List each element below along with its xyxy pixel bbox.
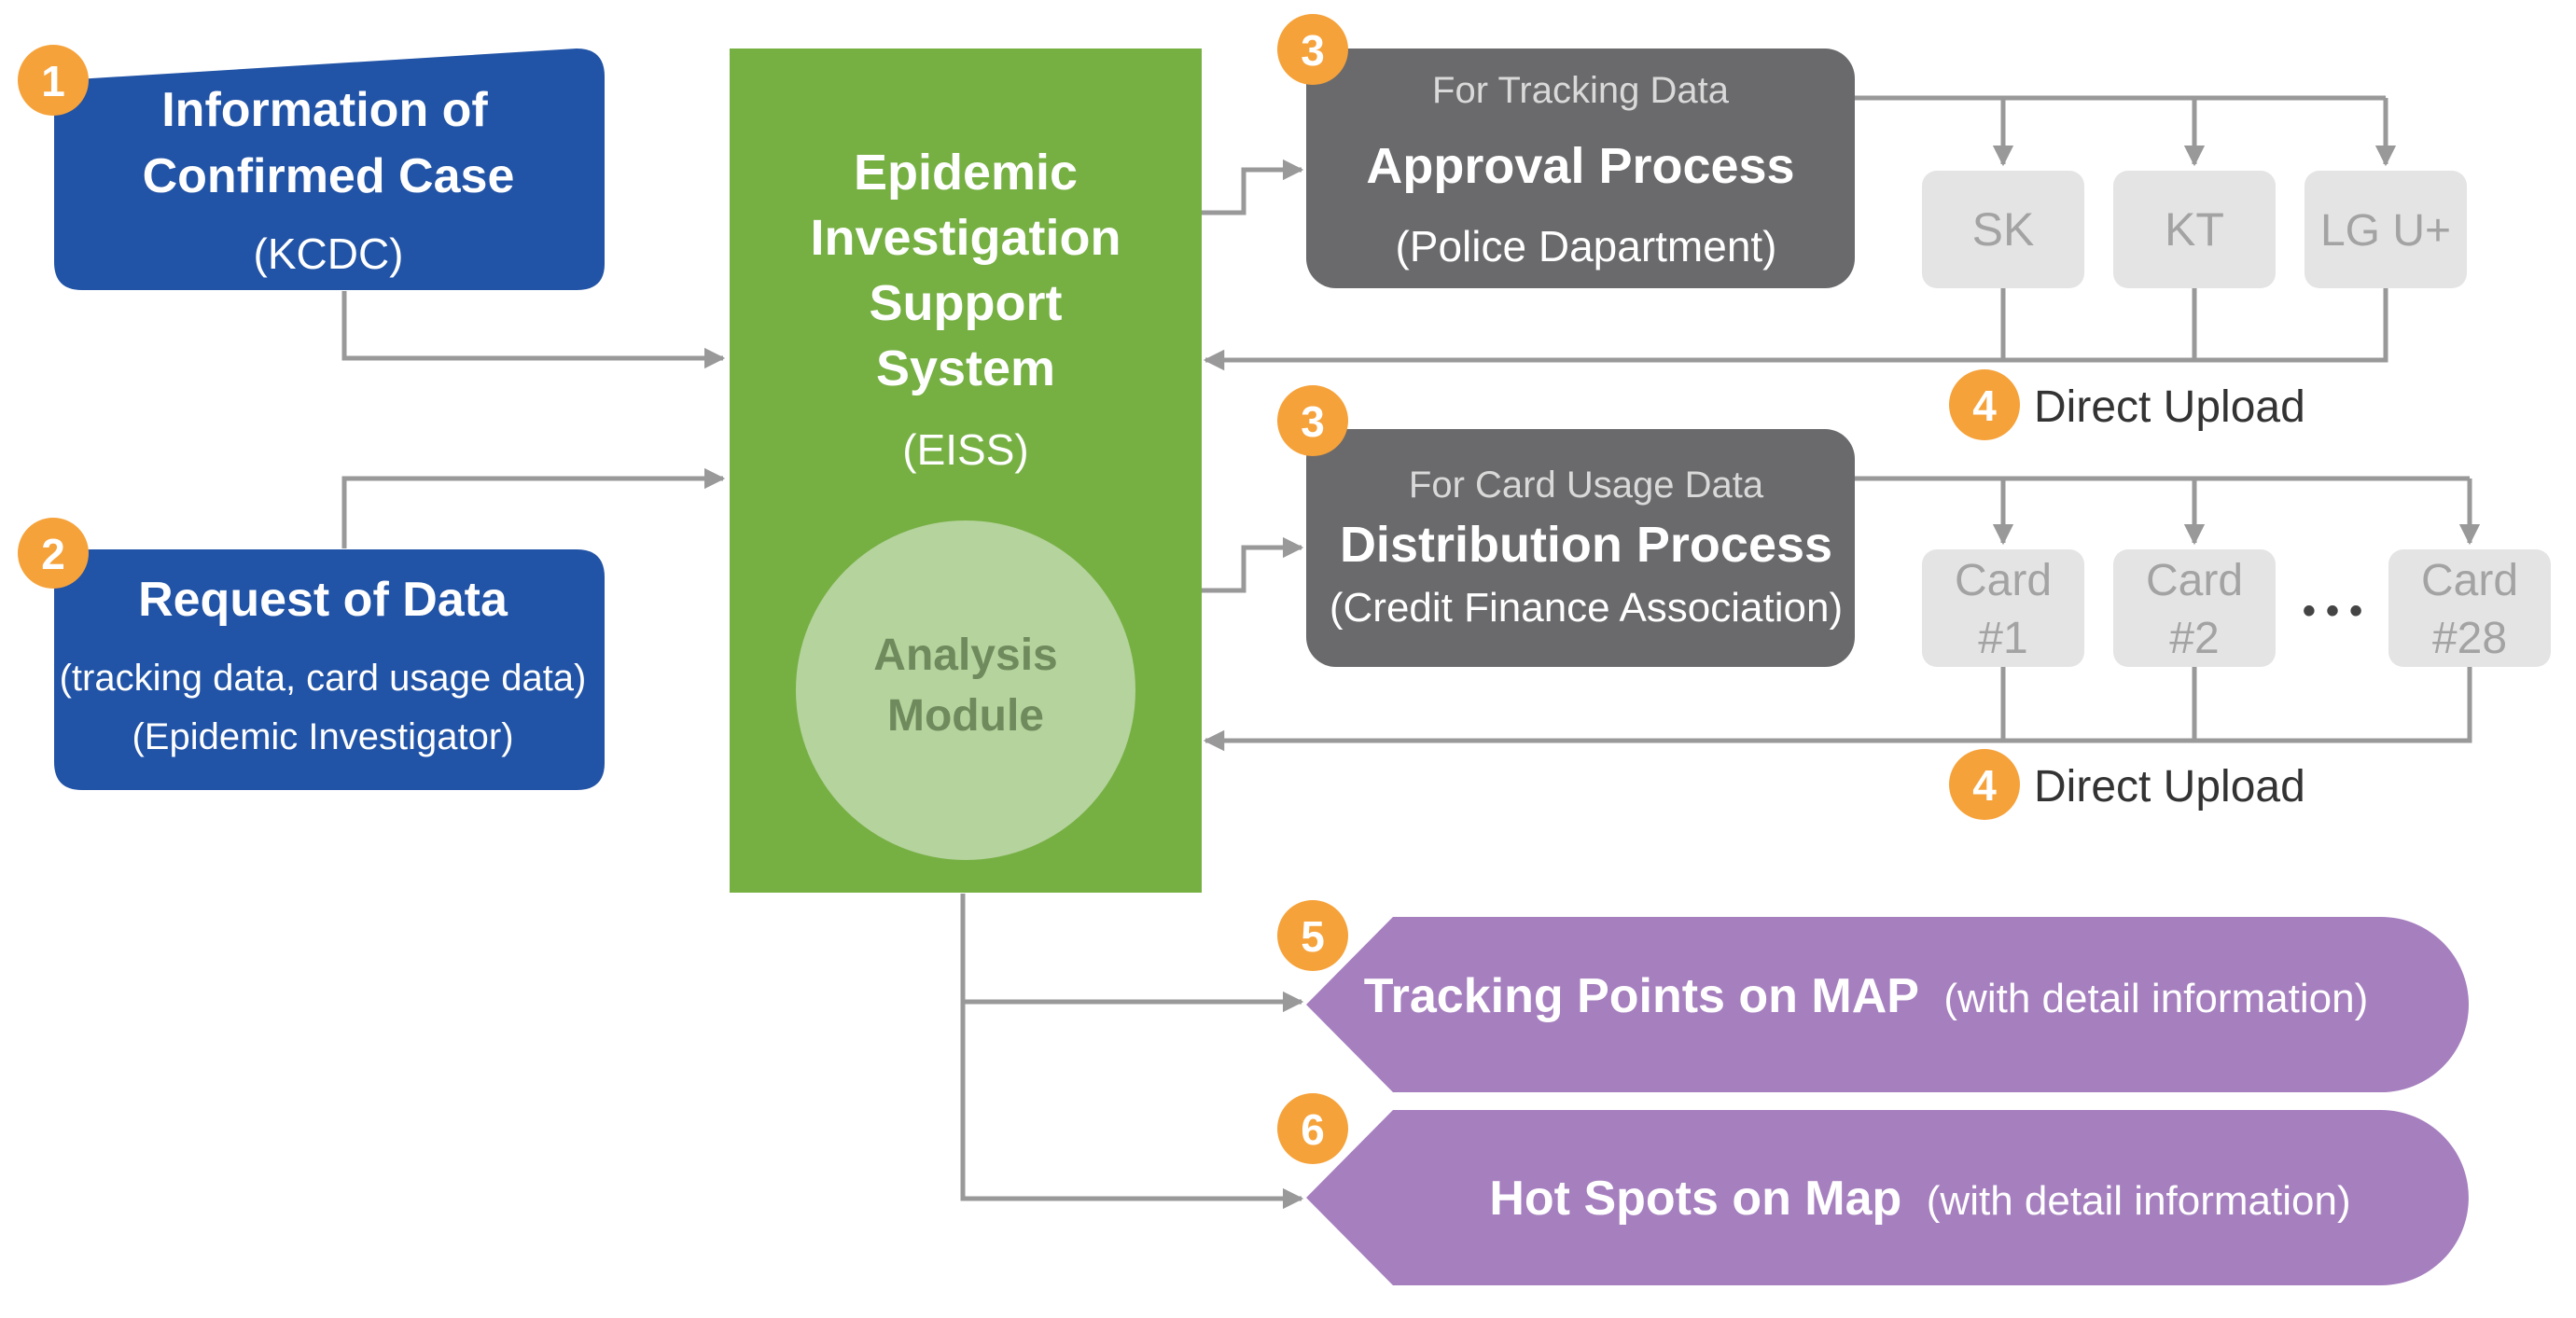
tracking-points-shape xyxy=(1306,917,2469,1092)
request-data-line2: (Epidemic Investigator) xyxy=(132,716,513,757)
step-badge-4-cards-number: 4 xyxy=(1972,761,1997,810)
card-1: Card #1 xyxy=(1922,549,2084,667)
eiss-title-line1: Epidemic xyxy=(854,145,1078,201)
card-28-line1: Card xyxy=(2421,556,2518,605)
telecom-lgu-box xyxy=(2304,171,2467,288)
distribution-process-shape xyxy=(1306,429,1855,667)
eiss-title-line3: Support xyxy=(870,275,1063,331)
distribution-process-title: Distribution Process xyxy=(1340,517,1832,573)
confirmed-case-title-line2: Confirmed Case xyxy=(143,149,515,203)
analysis-module-circle xyxy=(796,520,1135,860)
confirmed-case-title-line1: Information of xyxy=(161,83,488,137)
direct-upload-tracking-label: Direct Upload xyxy=(2034,382,2305,432)
card-28-line2: #28 xyxy=(2432,614,2507,663)
approval-process-shape xyxy=(1306,49,1855,288)
eiss-box: Epidemic Investigation Support System (E… xyxy=(730,49,1202,893)
step-badge-6-circle xyxy=(1277,1093,1348,1164)
step-badge-5: 5 xyxy=(1277,900,1348,971)
tracking-points-banner: Tracking Points on MAP (with detail info… xyxy=(1306,917,2469,1092)
arrow-eiss-to-hot-spots xyxy=(960,1002,1304,1210)
analysis-module-line2: Module xyxy=(887,691,1044,741)
step-badge-2-number: 2 xyxy=(41,530,65,578)
step-badge-4-tracking-number: 4 xyxy=(1972,382,1997,430)
distribution-process-subtitle: (Credit Finance Association) xyxy=(1330,585,1843,631)
step-badge-3-approval-number: 3 xyxy=(1301,26,1325,75)
step-badge-6: 6 xyxy=(1277,1093,1348,1164)
direct-upload-cards: 4 Direct Upload xyxy=(1949,749,2305,820)
step-badge-5-number: 5 xyxy=(1301,912,1325,961)
connectors xyxy=(341,95,2481,1210)
card-2-line1: Card xyxy=(2146,556,2243,605)
card-2: Card #2 xyxy=(2113,549,2276,667)
distribution-process-box: For Card Usage Data Distribution Process… xyxy=(1306,429,1855,667)
arrow-confirmed-case-to-eiss xyxy=(341,291,726,369)
step-badge-3-distribution-number: 3 xyxy=(1301,397,1325,446)
arrow-eiss-to-distribution xyxy=(1202,536,1304,593)
confirmed-case-box: Information of Confirmed Case (KCDC) xyxy=(54,49,605,290)
analysis-module-line1: Analysis xyxy=(873,631,1057,680)
telecom-sk: SK xyxy=(1922,171,2084,288)
hot-spots-detail: (with detail information) xyxy=(1927,1178,2351,1224)
telecom-lgu: LG U+ xyxy=(2304,171,2467,288)
step-badge-3-distribution-circle xyxy=(1277,385,1348,456)
distribution-process-caption: For Card Usage Data xyxy=(1409,465,1764,506)
step-badge-6-number: 6 xyxy=(1301,1105,1325,1154)
step-badge-4-tracking-circle xyxy=(1949,369,2020,440)
hot-spots-text: Hot Spots on Map (with detail informatio… xyxy=(1489,1172,2350,1226)
approval-process-caption: For Tracking Data xyxy=(1432,70,1730,111)
step-badge-1-number: 1 xyxy=(41,57,65,105)
tracking-points-text: Tracking Points on MAP (with detail info… xyxy=(1364,969,2369,1023)
step-badge-3-approval: 3 xyxy=(1277,14,1348,85)
step-badge-3-approval-circle xyxy=(1277,14,1348,85)
cards-ellipsis: • • • xyxy=(2303,590,2362,631)
step-badge-1-circle xyxy=(18,45,89,116)
request-data-line1: (tracking data, card usage data) xyxy=(60,658,587,699)
approval-process-title: Approval Process xyxy=(1366,138,1794,194)
approval-process-subtitle: (Police Dapartment) xyxy=(1395,222,1776,271)
approval-process-box: For Tracking Data Approval Process (Poli… xyxy=(1306,49,1855,288)
card-28: Card #28 xyxy=(2388,549,2551,667)
confirmed-case-subtitle: (KCDC) xyxy=(254,229,404,278)
arrow-eiss-to-tracking-points xyxy=(960,894,1304,1013)
card-28-box xyxy=(2388,549,2551,667)
step-badge-1: 1 xyxy=(18,45,89,116)
eiss-abbr: (EISS) xyxy=(902,425,1028,474)
eiss-title-line4: System xyxy=(876,340,1055,396)
direct-upload-cards-label: Direct Upload xyxy=(2034,762,2305,812)
hot-spots-banner: Hot Spots on Map (with detail informatio… xyxy=(1306,1110,2469,1285)
tracking-points-title: Tracking Points on MAP xyxy=(1364,969,1919,1023)
telecom-lgu-label: LG U+ xyxy=(2320,206,2451,256)
telecom-sk-label: SK xyxy=(1972,203,2035,256)
arrow-eiss-to-approval xyxy=(1202,159,1304,215)
arrow-request-to-eiss xyxy=(341,467,726,548)
direct-upload-tracking: 4 Direct Upload xyxy=(1949,369,2305,440)
request-data-shape xyxy=(54,549,605,790)
step-badge-2-circle xyxy=(18,518,89,589)
request-data-title: Request of Data xyxy=(138,573,508,627)
request-data-box: Request of Data (tracking data, card usa… xyxy=(54,549,605,790)
step-badge-5-circle xyxy=(1277,900,1348,971)
card-1-line1: Card xyxy=(1955,556,2052,605)
step-badge-4-cards-circle xyxy=(1949,749,2020,820)
hot-spots-shape xyxy=(1306,1110,2469,1285)
telecom-kt: KT xyxy=(2113,171,2276,288)
eiss-title-line2: Investigation xyxy=(810,210,1121,266)
step-badge-2: 2 xyxy=(18,518,89,589)
step-badge-3-distribution: 3 xyxy=(1277,385,1348,456)
card-2-line2: #2 xyxy=(2169,614,2219,663)
telecom-sk-box xyxy=(1922,171,2084,288)
confirmed-case-shape xyxy=(54,49,605,290)
tracking-points-detail: (with detail information) xyxy=(1943,976,2368,1021)
card-upload-line xyxy=(2000,667,2472,743)
hot-spots-title: Hot Spots on Map xyxy=(1489,1172,1901,1226)
telecom-kt-label: KT xyxy=(2165,203,2224,256)
card-1-line2: #1 xyxy=(1978,614,2027,663)
card-2-box xyxy=(2113,549,2276,667)
telecom-kt-box xyxy=(2113,171,2276,288)
card-1-box xyxy=(1922,549,2084,667)
